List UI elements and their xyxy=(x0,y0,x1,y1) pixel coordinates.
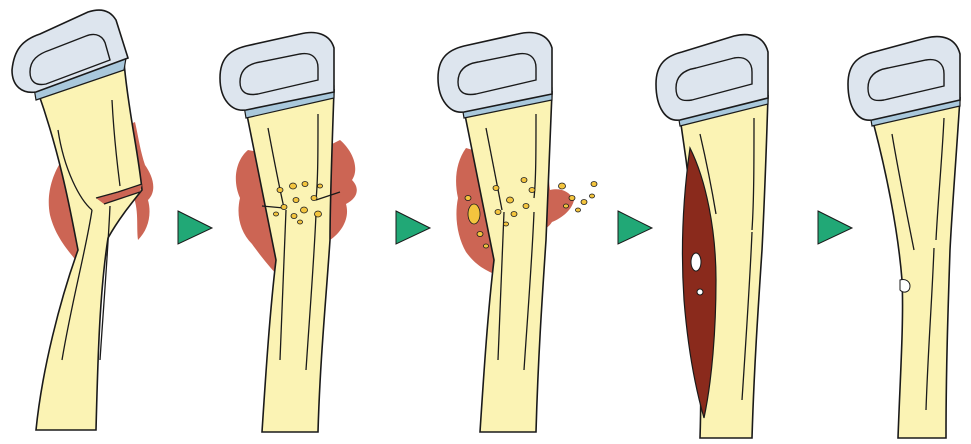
stage-3-soft-callus xyxy=(438,33,597,432)
bone-shaft xyxy=(246,90,334,432)
bone-shaft xyxy=(872,98,960,438)
stage-4-hard-callus xyxy=(656,35,768,438)
callus-void xyxy=(691,253,701,271)
arrow-right-icon xyxy=(818,211,852,244)
stage-5-remodeling xyxy=(848,37,960,438)
stage-2-inflammation xyxy=(220,33,357,432)
callus-void xyxy=(697,289,703,295)
arrow-right-icon xyxy=(396,211,430,244)
bone-shaft xyxy=(36,62,142,430)
stage-1-hematoma xyxy=(12,10,153,430)
arrow-right-icon xyxy=(618,211,652,244)
surface-notch xyxy=(900,279,910,292)
arrow-right-icon xyxy=(178,211,212,244)
